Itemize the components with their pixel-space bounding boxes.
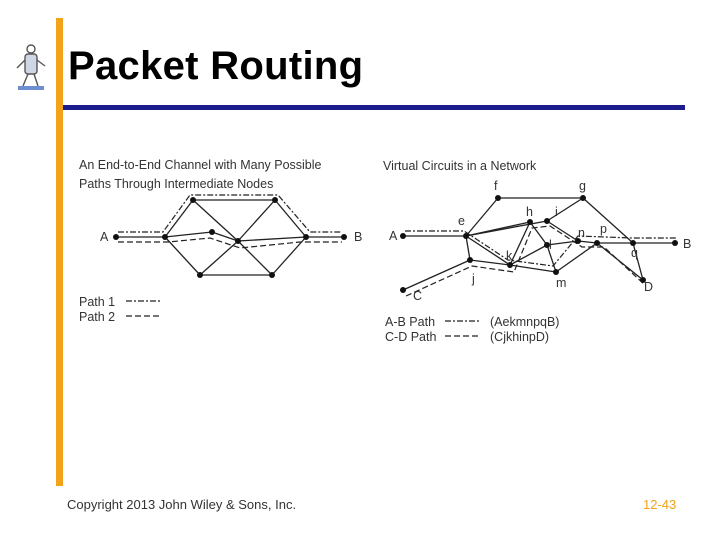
accent-bar bbox=[56, 18, 63, 486]
right-ab-path bbox=[405, 230, 676, 267]
left-legend-path1-label: Path 1 bbox=[79, 295, 115, 309]
left-network-links bbox=[116, 199, 344, 276]
right-node-n-label: n bbox=[578, 226, 585, 240]
slide-title: Packet Routing bbox=[68, 44, 364, 88]
right-legend-cd-label: C-D Path bbox=[385, 330, 436, 344]
right-node-h-label: h bbox=[526, 205, 533, 219]
mascot-logo-icon bbox=[16, 44, 46, 90]
right-legend-cd-route: (CjkhinpD) bbox=[490, 330, 549, 344]
left-node-b-label: B bbox=[354, 230, 362, 244]
right-network-links bbox=[402, 197, 675, 291]
right-node-l-label: l bbox=[549, 238, 552, 252]
title-rule bbox=[63, 105, 685, 110]
right-caption: Virtual Circuits in a Network bbox=[383, 159, 537, 173]
page-number: 12-43 bbox=[643, 497, 677, 512]
right-cd-path bbox=[405, 225, 646, 297]
right-node-e-label: e bbox=[458, 214, 465, 228]
right-node-j-label: j bbox=[471, 272, 475, 286]
right-node-g-label: g bbox=[579, 179, 586, 193]
right-node-b-label: B bbox=[683, 237, 691, 251]
right-legend-ab-route: (AekmnpqB) bbox=[490, 315, 559, 329]
left-legend-path2-label: Path 2 bbox=[79, 310, 115, 324]
left-caption-line2: Paths Through Intermediate Nodes bbox=[79, 177, 273, 191]
left-path2 bbox=[118, 237, 342, 249]
left-nodes bbox=[113, 197, 347, 278]
right-node-a-label: A bbox=[389, 229, 398, 243]
right-node-i-label: i bbox=[555, 205, 558, 219]
right-legend-ab-label: A-B Path bbox=[385, 315, 435, 329]
right-node-d-label: D bbox=[644, 280, 653, 294]
right-node-k-label: k bbox=[506, 249, 513, 263]
right-node-f-label: f bbox=[494, 179, 498, 193]
left-caption-line1: An End-to-End Channel with Many Possible bbox=[79, 158, 322, 172]
left-node-a-label: A bbox=[100, 230, 109, 244]
right-nodes bbox=[400, 195, 678, 293]
right-node-m-label: m bbox=[556, 276, 566, 290]
right-node-p-label: p bbox=[600, 222, 607, 236]
copyright-notice: Copyright 2013 John Wiley & Sons, Inc. bbox=[67, 497, 297, 512]
right-node-c-label: C bbox=[413, 289, 422, 303]
left-path1 bbox=[118, 194, 342, 233]
right-node-q-label: q bbox=[631, 246, 638, 260]
